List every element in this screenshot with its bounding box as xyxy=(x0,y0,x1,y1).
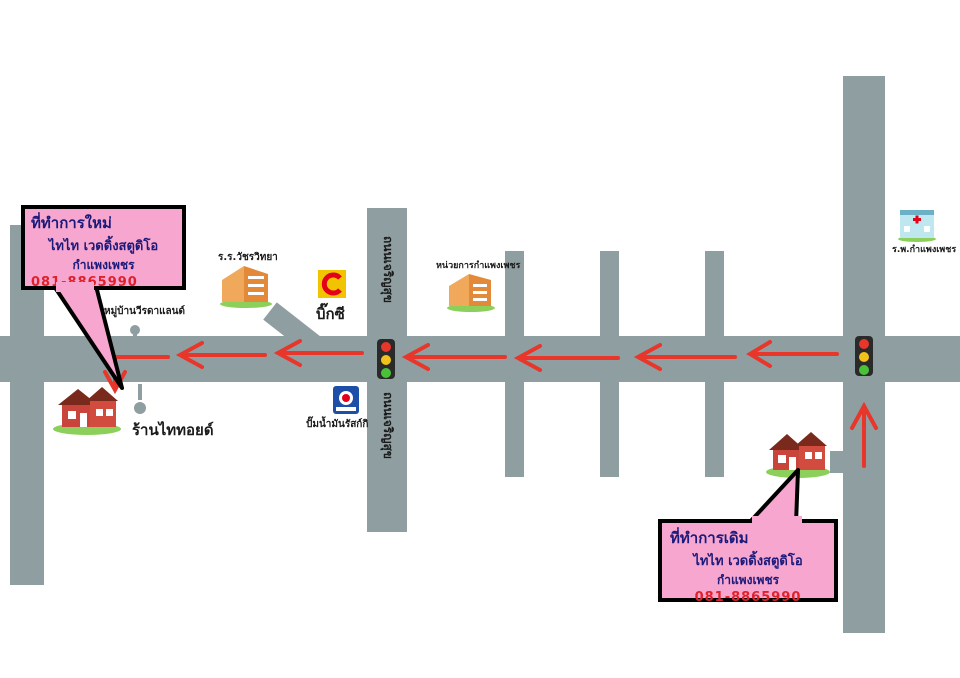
old-office-phone: 081-8865990 xyxy=(694,590,802,605)
school-label: ร.ร.วัชรวิทยา xyxy=(218,252,278,263)
gas-station-icon xyxy=(333,386,359,414)
new-office-callout: ที่ทำการใหม่ ไทไท เวดดิ้งสตูดิโอ กำแพงเพ… xyxy=(21,205,186,290)
bigc-logo-icon xyxy=(318,270,346,298)
new-office-title: ที่ทำการใหม่ xyxy=(31,214,112,232)
old-office-callout: ที่ทำการเดิม ไทไท เวดดิ้งสตูดิโอ กำแพงเพ… xyxy=(658,519,838,605)
new-office-province: กำแพงเพชร xyxy=(72,258,135,272)
house-icon-old xyxy=(766,432,830,478)
road-label-upper: ถนนเจริญสุข xyxy=(381,236,395,304)
old-office-title: ที่ทำการเดิม xyxy=(670,529,749,547)
office-label: หน่วยการกำแพงเพชร xyxy=(436,261,521,271)
hospital-label: ร.พ.กำแพงเพชร xyxy=(892,245,957,255)
new-office-phone: 081-8865990 xyxy=(31,275,176,290)
gas-station-label: ปั๊มน้ำมันรัสก์กิ xyxy=(306,419,369,430)
side-road-2 xyxy=(600,251,619,477)
traffic-light-center xyxy=(377,339,395,379)
pole-marks xyxy=(130,325,146,414)
old-office-name: ไทไท เวดดิ้งสตูดิโอ xyxy=(693,554,803,569)
office-building-icon xyxy=(447,274,495,312)
side-road-right xyxy=(830,451,848,473)
traffic-light-right xyxy=(855,336,873,376)
school-building-icon xyxy=(220,266,272,308)
house-icon-new xyxy=(53,387,121,435)
callout-pointer-new-cover xyxy=(56,282,94,292)
bigc-label: บิ๊กซี xyxy=(316,305,345,323)
hospital-icon xyxy=(898,210,936,242)
side-road-3 xyxy=(705,251,724,477)
new-office-name: ไทไท เวดดิ้งสตูดิโอ xyxy=(48,239,159,254)
village-label: หมู่บ้านวีรดาแลนด์ xyxy=(104,306,185,317)
side-road-1 xyxy=(505,251,524,477)
callout-pointer-new xyxy=(52,284,124,390)
callout-pointer-old-cover xyxy=(752,516,802,524)
shop-label: ร้านไททอยด์ xyxy=(132,421,214,439)
old-office-province: กำแพงเพชร xyxy=(716,573,780,587)
road-label-lower: ถนนเจริญสุข xyxy=(381,392,395,460)
